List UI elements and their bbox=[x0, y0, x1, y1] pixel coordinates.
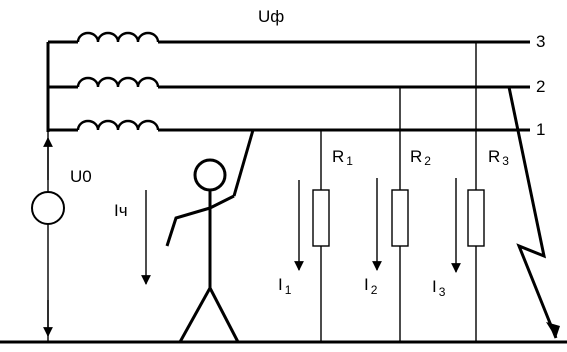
ground-fault-zigzag bbox=[507, 86, 558, 339]
body-current-label: Iч bbox=[114, 201, 128, 220]
resistor-2 bbox=[391, 189, 409, 247]
line-1-label: 1 bbox=[536, 120, 545, 139]
neutral-voltage-label: U0 bbox=[70, 167, 92, 186]
winding-3-coil bbox=[76, 31, 160, 43]
person-right-arm bbox=[209, 194, 235, 210]
phase-voltage-label: Uф bbox=[258, 7, 284, 26]
person-left-arm bbox=[165, 206, 211, 247]
person-left-leg bbox=[178, 287, 212, 343]
line-2-label: 2 bbox=[536, 77, 545, 96]
resistor-3 bbox=[467, 189, 485, 247]
ground-fault-arrowhead bbox=[546, 322, 560, 338]
resistor-1 bbox=[312, 189, 330, 247]
person-right-leg bbox=[208, 287, 240, 343]
winding-1-coil bbox=[76, 119, 160, 131]
person-figure bbox=[165, 158, 240, 343]
person-head bbox=[193, 158, 227, 192]
winding-2-coil bbox=[76, 76, 160, 88]
line-3-label: 3 bbox=[536, 32, 545, 51]
person-contact-lead bbox=[232, 129, 255, 197]
voltage-source-symbol bbox=[31, 191, 65, 225]
